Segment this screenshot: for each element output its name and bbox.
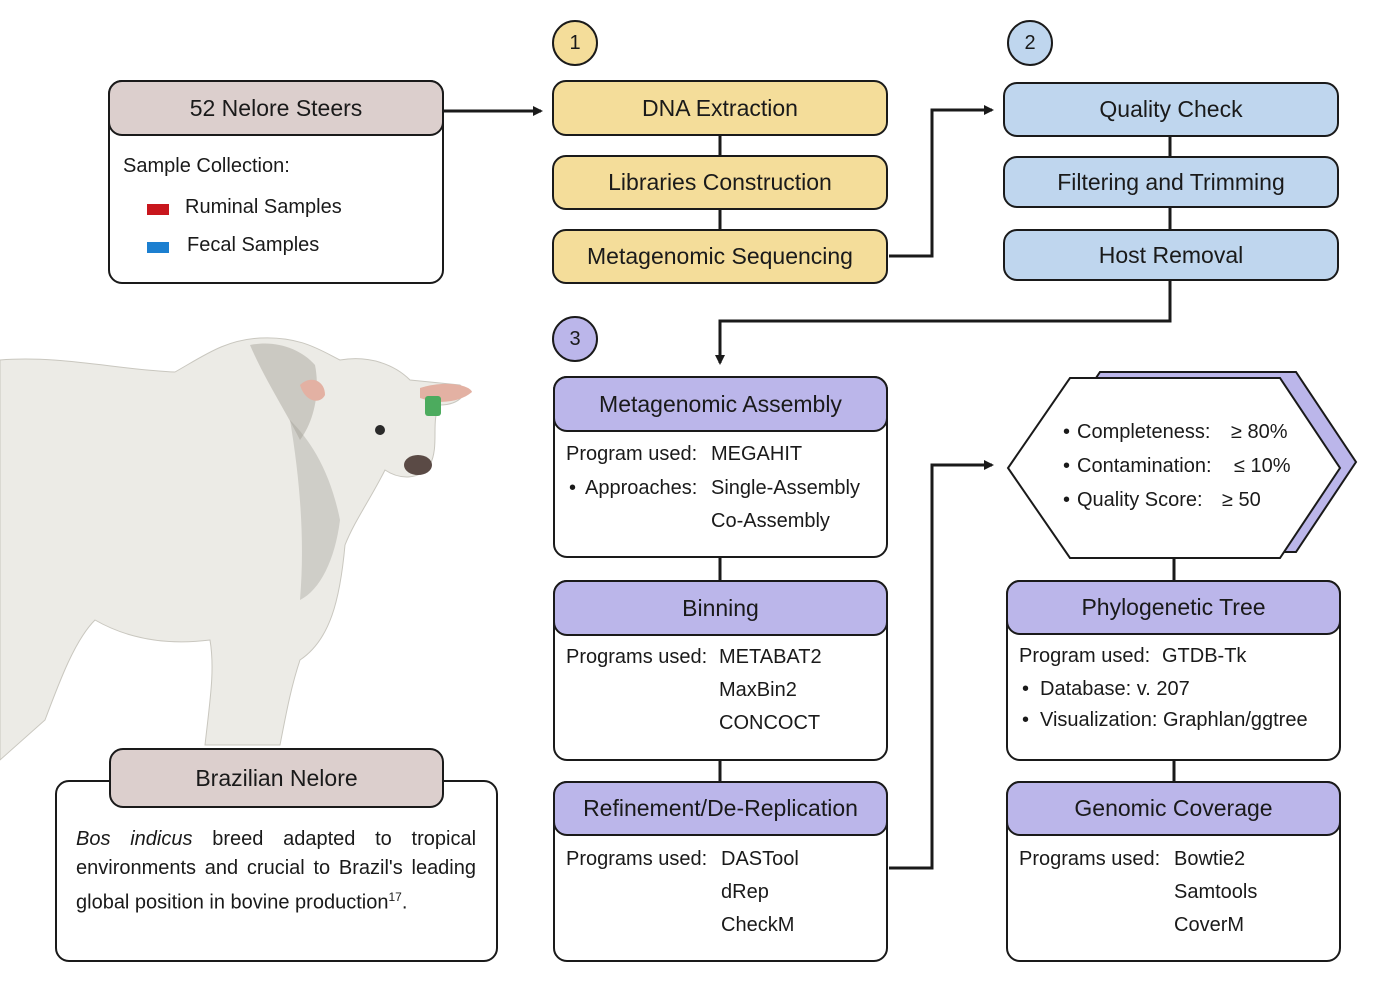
quality-check-box: Quality Check [1003,82,1339,137]
refinement-program-2: dRep [721,881,769,903]
assembly-program-label: Program used: [566,443,698,465]
filtering-trimming-box: Filtering and Trimming [1003,156,1339,208]
phylo-bullet-2: • [1022,709,1030,731]
coverage-program-3: CoverM [1174,914,1245,936]
completeness-label: Completeness: [1077,421,1211,443]
approach-co: Co-Assembly [711,510,830,532]
coverage-program-1: Bowtie2 [1174,848,1246,870]
description-end: . [401,891,408,914]
assembly-program: MEGAHIT [711,443,803,465]
criteria-hexagon [1006,377,1342,559]
refinement-program-1: DASTool [721,848,799,870]
step-3-badge: 3 [552,316,598,362]
refinement-programs-label: Programs used: [566,848,708,870]
ruminal-samples-label: Ruminal Samples [185,196,342,218]
fecal-swatch [147,242,169,253]
coverage-title: Genomic Coverage [1006,781,1341,836]
step-1-badge: 1 [552,20,598,66]
nelore-title: Brazilian Nelore [109,748,444,808]
quality-score-value: ≥ 50 [1222,489,1261,511]
binning-title: Binning [553,580,888,636]
nelore-description: Bos indicus breed adapted to tropical en… [76,825,476,918]
criteria-bullet-1: • [1063,421,1071,443]
phylo-program: GTDB-Tk [1162,645,1247,667]
steers-title: 52 Nelore Steers [108,80,444,136]
dna-extraction-box: DNA Extraction [552,80,888,136]
refinement-title: Refinement/De-Replication [553,781,888,836]
species-name: Bos indicus [76,828,193,850]
binning-program-3: CONCOCT [719,712,821,734]
quality-score-label: Quality Score: [1077,489,1203,511]
step-2-badge: 2 [1007,20,1053,66]
reference-number: 17 [388,890,402,904]
host-removal-box: Host Removal [1003,229,1339,281]
bullet-icon: • [569,477,577,499]
approaches-label: Approaches: [585,477,698,499]
phylo-database: Database: v. 207 [1040,678,1190,700]
nelore-description-text: breed adapted to tropical environments a… [76,828,477,914]
phylo-program-label: Program used: [1019,645,1151,667]
contamination-label: Contamination: [1077,455,1212,477]
binning-programs-label: Programs used: [566,646,708,668]
ruminal-swatch [147,204,169,215]
contamination-value: ≤ 10% [1234,455,1291,477]
nelore-cow-image [0,337,472,761]
phylo-bullet-1: • [1022,678,1030,700]
criteria-bullet-3: • [1063,489,1071,511]
criteria-bullet-2: • [1063,455,1071,477]
coverage-programs-label: Programs used: [1019,848,1161,870]
sample-collection-label: Sample Collection: [123,155,290,177]
metagenomic-sequencing-box: Metagenomic Sequencing [552,229,888,284]
coverage-program-2: Samtools [1174,881,1258,903]
phylo-title: Phylogenetic Tree [1006,580,1341,635]
phylo-visualization: Visualization: Graphlan/ggtree [1040,709,1308,731]
fecal-samples-label: Fecal Samples [187,234,320,256]
binning-program-2: MaxBin2 [719,679,797,701]
refinement-program-3: CheckM [721,914,795,936]
completeness-value: ≥ 80% [1231,421,1288,443]
binning-program-1: METABAT2 [719,646,822,668]
assembly-title: Metagenomic Assembly [553,376,888,432]
libraries-construction-box: Libraries Construction [552,155,888,210]
approach-single: Single-Assembly [711,477,860,499]
